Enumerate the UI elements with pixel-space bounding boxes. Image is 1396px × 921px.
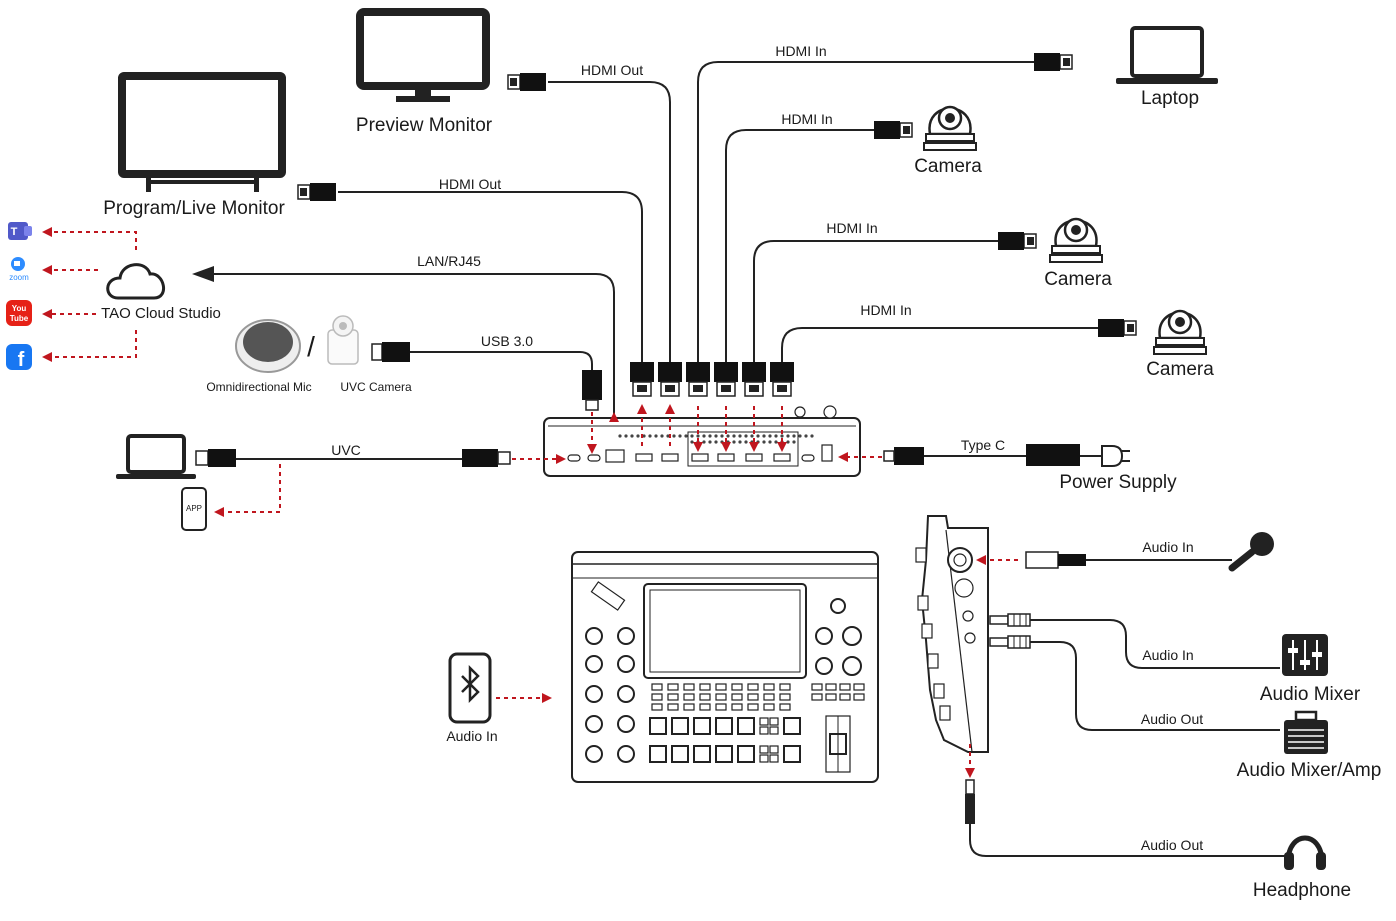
- zoom-text: zoom: [9, 273, 29, 282]
- lan-label: LAN/RJ45: [417, 253, 481, 269]
- facebook-letter: f: [18, 349, 25, 371]
- youtube-icon: You Tube: [6, 300, 32, 326]
- audio-in-mixer-label: Audio In: [1142, 647, 1193, 663]
- phone-app-icon: APP: [181, 487, 207, 531]
- hdmi-in-camera-2-cable: [753, 231, 1037, 362]
- uvc-label: UVC: [331, 442, 361, 458]
- camera-1-label: Camera: [914, 156, 982, 177]
- power-supply-label: Power Supply: [1059, 472, 1177, 493]
- teams-icon: T: [8, 222, 32, 240]
- audio-out-headphone-label: Audio Out: [1141, 837, 1203, 853]
- slash-separator: /: [307, 331, 315, 362]
- audio-in-mic-label: Audio In: [1142, 539, 1193, 555]
- hdmi-in-camera-1-label: HDMI In: [781, 111, 832, 127]
- audio-amp-cable: [989, 635, 1280, 731]
- cloud-stream-arrows: [42, 227, 137, 362]
- youtube-you: You: [12, 304, 27, 313]
- program-monitor-icon: [118, 72, 286, 192]
- audio-mixer-icon: [1282, 634, 1328, 676]
- preview-monitor-icon: [356, 8, 490, 102]
- camera-3-label: Camera: [1146, 359, 1214, 380]
- hdmi-in-laptop-cable: [697, 52, 1073, 362]
- usb-cable: [371, 342, 602, 411]
- camera-2-label: Camera: [1044, 269, 1112, 290]
- camera-3-icon: [1152, 309, 1208, 356]
- laptop-label: Laptop: [1141, 88, 1199, 109]
- teams-letter: T: [11, 226, 18, 238]
- program-monitor-label: Program/Live Monitor: [103, 198, 285, 219]
- microphone-icon: [1228, 532, 1274, 572]
- app-label: APP: [186, 504, 202, 513]
- usb-label: USB 3.0: [481, 333, 533, 349]
- bluetooth-phone-icon: [448, 652, 492, 724]
- audio-mixer-cable: [989, 613, 1280, 669]
- uvc-camera-icon: [327, 315, 359, 365]
- power-cable: [838, 444, 1130, 467]
- youtube-tube: Tube: [10, 314, 29, 323]
- facebook-icon: f: [6, 344, 32, 371]
- omni-mic-label: Omnidirectional Mic: [206, 380, 311, 394]
- camera-1-icon: [922, 105, 978, 152]
- bluetooth-audio-in-label: Audio In: [446, 728, 497, 744]
- audio-mixer-label: Audio Mixer: [1260, 684, 1361, 705]
- lan-cable: [192, 266, 615, 420]
- hdmi-in-camera-1-cable: [725, 120, 913, 362]
- mic-cable: [976, 551, 1232, 569]
- hdmi-out-preview-cable: [507, 72, 671, 362]
- hdmi-in-laptop-label: HDMI In: [775, 43, 826, 59]
- switcher-rear-panel: [543, 405, 861, 477]
- audio-amp-label: Audio Mixer/Amp: [1237, 760, 1382, 781]
- hdmi-out-program-label: HDMI Out: [439, 176, 501, 192]
- laptop-icon: [1116, 26, 1218, 84]
- uvc-laptop-icon: [116, 434, 196, 479]
- uvc-cable: [195, 449, 566, 517]
- switcher-top-panel: [571, 551, 879, 783]
- audio-amp-icon: [1284, 710, 1328, 754]
- type-c-label: Type C: [961, 437, 1005, 453]
- switcher-signal-arrows: [587, 404, 787, 454]
- cloud-icon: [106, 263, 165, 300]
- headphone-cable: [965, 744, 1286, 857]
- tao-cloud-label: TAO Cloud Studio: [101, 305, 221, 322]
- hdmi-in-camera-2-label: HDMI In: [826, 220, 877, 236]
- hdmi-out-program-cable: [297, 182, 643, 362]
- headphone-label: Headphone: [1253, 880, 1351, 901]
- hdmi-out-preview-label: HDMI Out: [581, 62, 643, 78]
- audio-out-amp-label: Audio Out: [1141, 711, 1203, 727]
- zoom-icon: zoom: [9, 257, 29, 282]
- preview-monitor-label: Preview Monitor: [356, 115, 493, 136]
- hdmi-in-camera-3-cable: [781, 318, 1137, 362]
- omni-mic-icon: [235, 319, 301, 373]
- headphone-icon: [1284, 835, 1326, 870]
- switcher-side-panel: [915, 515, 989, 753]
- uvc-camera-label: UVC Camera: [340, 380, 412, 394]
- camera-2-icon: [1048, 217, 1104, 264]
- hdmi-in-camera-3-label: HDMI In: [860, 302, 911, 318]
- hdmi-plug-row: [629, 361, 795, 397]
